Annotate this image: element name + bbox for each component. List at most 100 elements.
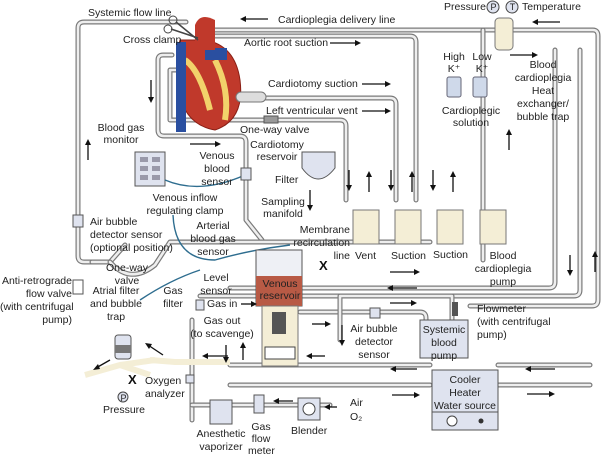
- pressure-gauge-icon: [486, 0, 500, 14]
- temperature-gauge-icon: [505, 0, 519, 14]
- cardiotomy-reservoir: [301, 151, 336, 180]
- sbp-line2: blood: [431, 337, 457, 349]
- vbs-line3: sensor: [201, 176, 233, 188]
- low-k-line2: K⁺: [475, 63, 489, 75]
- bgm-line2: monitor: [103, 134, 139, 146]
- label-filter: Filter: [275, 174, 299, 186]
- label-cross-clamp: Cross clamp: [123, 34, 182, 46]
- cr-line2: reservoir: [256, 151, 298, 163]
- low-k-line1: Low: [472, 51, 492, 63]
- vr-line1: Venous: [262, 278, 298, 290]
- cardiotomy-suction-line: [257, 95, 399, 203]
- oa-line1: Oxygen: [145, 375, 182, 387]
- flowmeter: [452, 302, 458, 316]
- label-suction-1: Suction: [391, 250, 427, 262]
- av-line1: Anesthetic: [196, 428, 246, 440]
- air-bubble-detector-optional: [72, 214, 84, 228]
- owv-line1: One-way: [105, 262, 148, 274]
- go-line1: Gas out: [203, 315, 241, 327]
- sbp-line3: pump: [430, 350, 458, 362]
- monitor-cable-venous: [164, 174, 246, 188]
- sbp-line1: Systemic: [422, 324, 466, 336]
- scissors-clamp-icon: [163, 15, 199, 41]
- cooler-text: Cooler: [449, 374, 481, 386]
- vbs-line1: Venous: [199, 150, 235, 162]
- aortic-root-suction-line: [207, 33, 419, 203]
- label-o2: O₂: [350, 411, 363, 423]
- systemic-flow-line: [75, 19, 189, 265]
- gfm-line2: flow: [251, 433, 271, 445]
- abg-line2: blood gas: [190, 233, 236, 245]
- cardioplegic-line1: Cardioplegic: [441, 105, 501, 117]
- label-air: Air: [350, 397, 363, 409]
- y-connectors: [84, 357, 230, 378]
- hx-line3: Heat: [531, 85, 555, 97]
- roller-pump-icon: [352, 209, 507, 245]
- label-suction-2: Suction: [433, 249, 469, 261]
- fm-line2: (with centrifugal: [477, 316, 551, 328]
- gf-line2: filter: [163, 298, 183, 310]
- temperature-symbol: T: [509, 2, 516, 12]
- suction-tip-icon: [235, 91, 267, 103]
- iv-bag-icon: [446, 76, 488, 98]
- ls-line1: Level: [203, 272, 229, 284]
- heart-icon: [176, 16, 242, 132]
- oxygen-analyzer: [185, 374, 195, 384]
- label-cardioplegia-delivery-line: Cardioplegia delivery line: [278, 14, 396, 26]
- clamp-mark-filter: X: [128, 372, 137, 387]
- cardioplegia-heat-exchanger: [494, 17, 514, 51]
- av-line2: vaporizer: [199, 441, 243, 453]
- pressure-symbol-bottom: P: [120, 393, 127, 403]
- blender: [297, 397, 321, 421]
- one-way-valve-top: [263, 115, 279, 124]
- label-one-way-valve-top: One-way valve: [240, 124, 310, 136]
- venous-reservoir: [255, 249, 303, 307]
- cardioplegia-delivery-line: [202, 27, 601, 309]
- clamp-mark-recirc: X: [319, 258, 328, 273]
- mrl-line2: recirculation: [293, 237, 350, 249]
- pressure-gauge-bottom: [117, 391, 129, 403]
- cooler-heater-water-source: [431, 369, 499, 431]
- mrl-line1: Membrane: [299, 224, 350, 236]
- label-blender: Blender: [291, 425, 328, 437]
- abg-line1: Arterial: [196, 220, 230, 232]
- abd-line3: sensor: [358, 349, 390, 361]
- vbs-line2: blood: [204, 163, 230, 175]
- mrl-line3: line: [333, 250, 350, 262]
- high-k-line1: High: [443, 51, 465, 63]
- bcp-line3: pump: [489, 276, 517, 288]
- label-vent: Vent: [355, 250, 377, 262]
- high-k-line2: K⁺: [447, 63, 461, 75]
- hx-line5: bubble trap: [516, 111, 570, 123]
- membrane-oxygenator: [261, 305, 299, 367]
- gas-filter: [195, 299, 205, 311]
- label-pressure-top: Pressure: [444, 1, 487, 13]
- sm-line1: Sampling: [261, 196, 305, 208]
- label-aortic-root-suction: Aortic root suction: [244, 37, 329, 49]
- gfm-line3: meter: [248, 445, 275, 457]
- pressure-symbol: P: [490, 2, 497, 12]
- ls-line2: sensor: [200, 285, 232, 297]
- arv-line3: (with centrifugal: [0, 301, 74, 313]
- water-source-text: Water source: [433, 400, 497, 412]
- blood-gas-monitor: [134, 151, 166, 187]
- oa-line2: analyzer: [145, 388, 185, 400]
- venous-drainage-line: [155, 52, 265, 243]
- flow-arrows: [85, 16, 598, 410]
- label-blood-cardioplegia-hx: Blood cardioplegia Heat exchanger/ bubbl…: [510, 59, 576, 124]
- fm-line1: Flowmeter: [477, 303, 527, 315]
